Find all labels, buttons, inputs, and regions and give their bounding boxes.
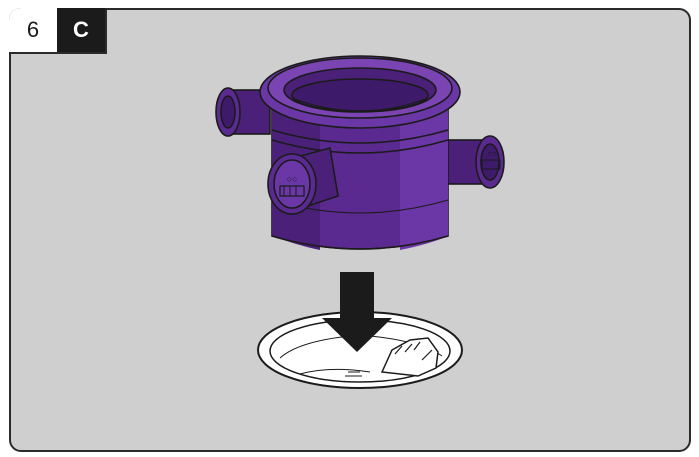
step-letter: C — [57, 8, 105, 52]
svg-text:○○: ○○ — [287, 174, 298, 184]
step-number: 6 — [9, 8, 57, 52]
svg-text:○○: ○○ — [487, 149, 497, 158]
chamber: ○○ ○○ — [216, 56, 504, 250]
step-badge: 6 C — [9, 8, 107, 54]
